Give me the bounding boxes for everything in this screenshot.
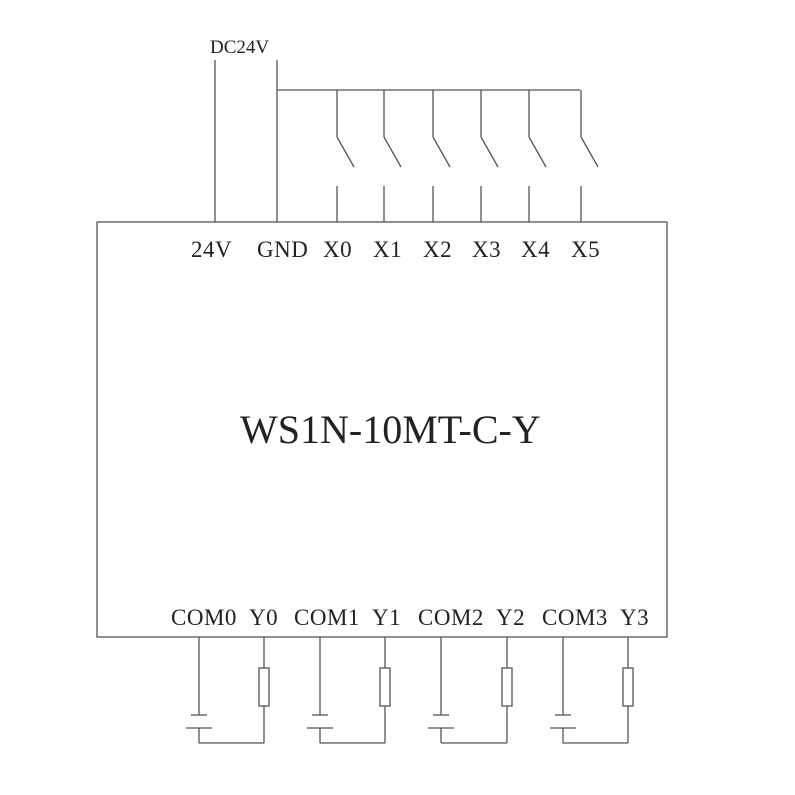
pin-label-x1: X1 (373, 237, 402, 262)
pin-label-x3: X3 (472, 237, 501, 262)
pin-label-x4: X4 (521, 237, 550, 262)
input-switch-x5 (580, 90, 599, 222)
plc-body (96, 221, 668, 638)
input-switch-x3 (480, 90, 499, 222)
pin-label-com3: COM3 (542, 605, 608, 630)
load-resistor (379, 667, 391, 707)
input-switch-x4 (528, 90, 547, 222)
output-circuit-1 (307, 637, 391, 744)
switch-blade (432, 136, 451, 168)
pin-label-y1: Y1 (372, 605, 401, 630)
input-switch-x2 (432, 90, 451, 222)
pin-label-x5: X5 (571, 237, 600, 262)
switch-blade (336, 136, 355, 168)
input-switches (336, 90, 599, 222)
input-switch-x0 (336, 90, 355, 222)
load-resistor (622, 667, 634, 707)
pin-label-com1: COM1 (294, 605, 360, 630)
supply-label: DC24V (210, 37, 269, 58)
pin-label-24v: 24V (191, 237, 232, 262)
switch-blade (383, 136, 402, 168)
pin-label-x0: X0 (323, 237, 352, 262)
output-circuit-3 (550, 637, 634, 744)
load-resistor (258, 667, 270, 707)
pin-label-gnd: GND (257, 237, 308, 262)
pin-label-y2: Y2 (496, 605, 525, 630)
switch-blade (580, 136, 599, 168)
output-circuit-0 (186, 637, 270, 744)
pin-label-com0: COM0 (171, 605, 237, 630)
output-circuit-2 (428, 637, 513, 744)
model-name: WS1N-10MT-C-Y (240, 407, 541, 452)
pin-label-y0: Y0 (249, 605, 278, 630)
pin-label-x2: X2 (423, 237, 452, 262)
pin-label-y3: Y3 (620, 605, 649, 630)
output-circuits (186, 637, 634, 744)
input-switch-x1 (383, 90, 402, 222)
switch-blade (528, 136, 547, 168)
switch-blade (480, 136, 499, 168)
load-resistor (501, 667, 513, 707)
pin-label-com2: COM2 (418, 605, 484, 630)
